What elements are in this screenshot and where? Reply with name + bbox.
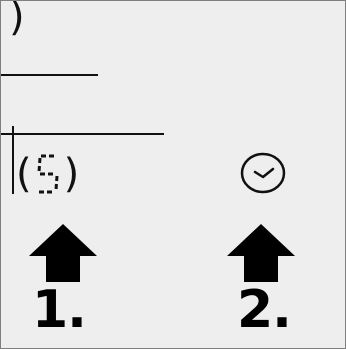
segment-readout: ( 5 ) bbox=[16, 149, 79, 199]
step-1-label: 1. bbox=[32, 280, 87, 340]
step-2-label: 2. bbox=[237, 280, 292, 340]
seven-segment-digit: 5 bbox=[36, 154, 60, 194]
clock-icon bbox=[238, 151, 288, 195]
display-divider-middle bbox=[1, 133, 164, 135]
display-left-bar bbox=[12, 126, 14, 194]
up-arrow-icon bbox=[28, 223, 98, 283]
display-divider-top bbox=[1, 74, 98, 76]
device-display: ) ( 5 ) bbox=[1, 0, 345, 216]
display-top-paren: ) bbox=[9, 0, 25, 40]
up-arrow-icon bbox=[226, 223, 296, 283]
readout-open-paren: ( bbox=[16, 151, 32, 197]
readout-close-paren: ) bbox=[63, 151, 80, 197]
